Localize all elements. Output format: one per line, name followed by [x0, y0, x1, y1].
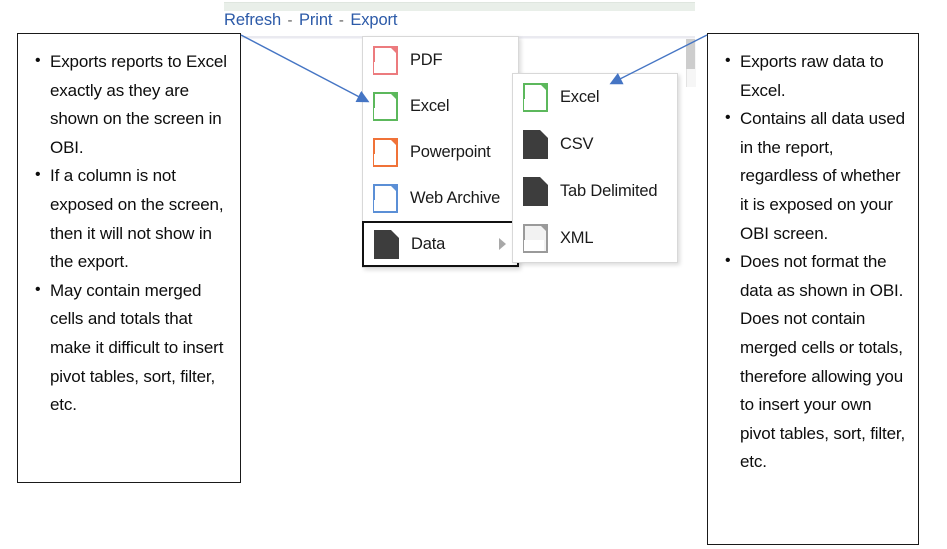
file-type-tag: pdf: [374, 61, 394, 73]
report-scrollbar-thumb[interactable]: [686, 39, 695, 69]
file-type-tag: xml: [524, 240, 544, 251]
data-submenu-item-csv[interactable]: CSV: [513, 121, 677, 168]
callout-left-list: Exports reports to Excel exactly as they…: [18, 34, 240, 420]
export-menu-item-web-archive[interactable]: htm Web Archive: [363, 175, 518, 221]
menu-item-label: Excel: [410, 96, 450, 115]
menu-item-label: Data: [411, 234, 446, 253]
export-menu-item-powerpoint[interactable]: ppt Powerpoint: [363, 129, 518, 175]
callout-right-bullet: Contains all data used in the report, re…: [725, 104, 908, 248]
callout-right-list: Exports raw data to Excel.Contains all d…: [708, 34, 918, 477]
menu-item-label: Powerpoint: [410, 142, 491, 161]
obi-toolbar-strip: [224, 2, 695, 11]
link-separator-1: -: [287, 12, 293, 29]
web-archive-file-icon: htm: [373, 183, 398, 213]
file-corner-fold: [391, 229, 399, 238]
data-submenu-item-tab-delimited[interactable]: Tab Delimited: [513, 168, 677, 215]
menu-item-label: Excel: [560, 88, 600, 106]
menu-item-label: PDF: [410, 50, 443, 69]
menu-item-label: Tab Delimited: [560, 182, 658, 200]
export-link[interactable]: Export: [350, 11, 398, 29]
csv-file-icon: [523, 130, 548, 159]
excel-file-icon: xls: [523, 83, 548, 112]
callout-right-bullet: Exports raw data to Excel.: [725, 47, 908, 105]
obi-action-links: Refresh - Print - Export: [224, 11, 695, 35]
file-type-tag: htm: [374, 199, 394, 211]
callout-left-bullet: Exports reports to Excel exactly as they…: [35, 47, 230, 162]
file-type-tag: xls: [374, 107, 394, 119]
callout-right-bullet: Does not format the data as shown in OBI…: [725, 247, 908, 477]
callout-box-right: Exports raw data to Excel.Contains all d…: [707, 33, 919, 545]
file-corner-fold: [539, 224, 548, 233]
print-link[interactable]: Print: [298, 11, 333, 29]
powerpoint-file-icon: ppt: [373, 137, 398, 167]
file-corner-fold: [540, 130, 548, 138]
callout-left-bullet: If a column is not exposed on the screen…: [35, 161, 230, 276]
callout-left-bullet: May contain merged cells and totals that…: [35, 276, 230, 420]
refresh-link[interactable]: Refresh: [224, 11, 282, 29]
menu-item-label: CSV: [560, 135, 594, 153]
link-separator-2: -: [338, 12, 344, 29]
file-corner-fold: [389, 137, 398, 147]
excel-file-icon: xls: [373, 91, 398, 121]
file-corner-fold: [539, 83, 548, 92]
export-menu-item-pdf[interactable]: pdf PDF: [363, 37, 518, 83]
callout-box-left: Exports reports to Excel exactly as they…: [17, 33, 241, 483]
data-file-icon: [374, 229, 399, 259]
menu-item-label: XML: [560, 229, 594, 247]
data-submenu-item-xml[interactable]: xml XML: [513, 215, 677, 262]
submenu-chevron-right-icon: [499, 238, 506, 250]
xml-file-icon: xml: [523, 224, 548, 253]
tab-delimited-file-icon: [523, 177, 548, 206]
file-corner-fold: [389, 91, 398, 101]
pdf-file-icon: pdf: [373, 45, 398, 75]
file-corner-fold: [540, 177, 548, 185]
file-corner-fold: [389, 183, 398, 193]
export-menu-item-data[interactable]: Data: [362, 221, 519, 267]
data-submenu-item-excel[interactable]: xls Excel: [513, 74, 677, 121]
export-menu-item-excel[interactable]: xls Excel: [363, 83, 518, 129]
menu-item-label: Web Archive: [410, 188, 501, 207]
file-type-tag: xls: [524, 99, 544, 110]
export-dropdown-menu[interactable]: pdf PDF xls Excel ppt Powerpoint htm Web Archiv…: [362, 36, 519, 268]
file-type-tag: ppt: [374, 153, 394, 165]
file-corner-fold: [389, 45, 398, 55]
